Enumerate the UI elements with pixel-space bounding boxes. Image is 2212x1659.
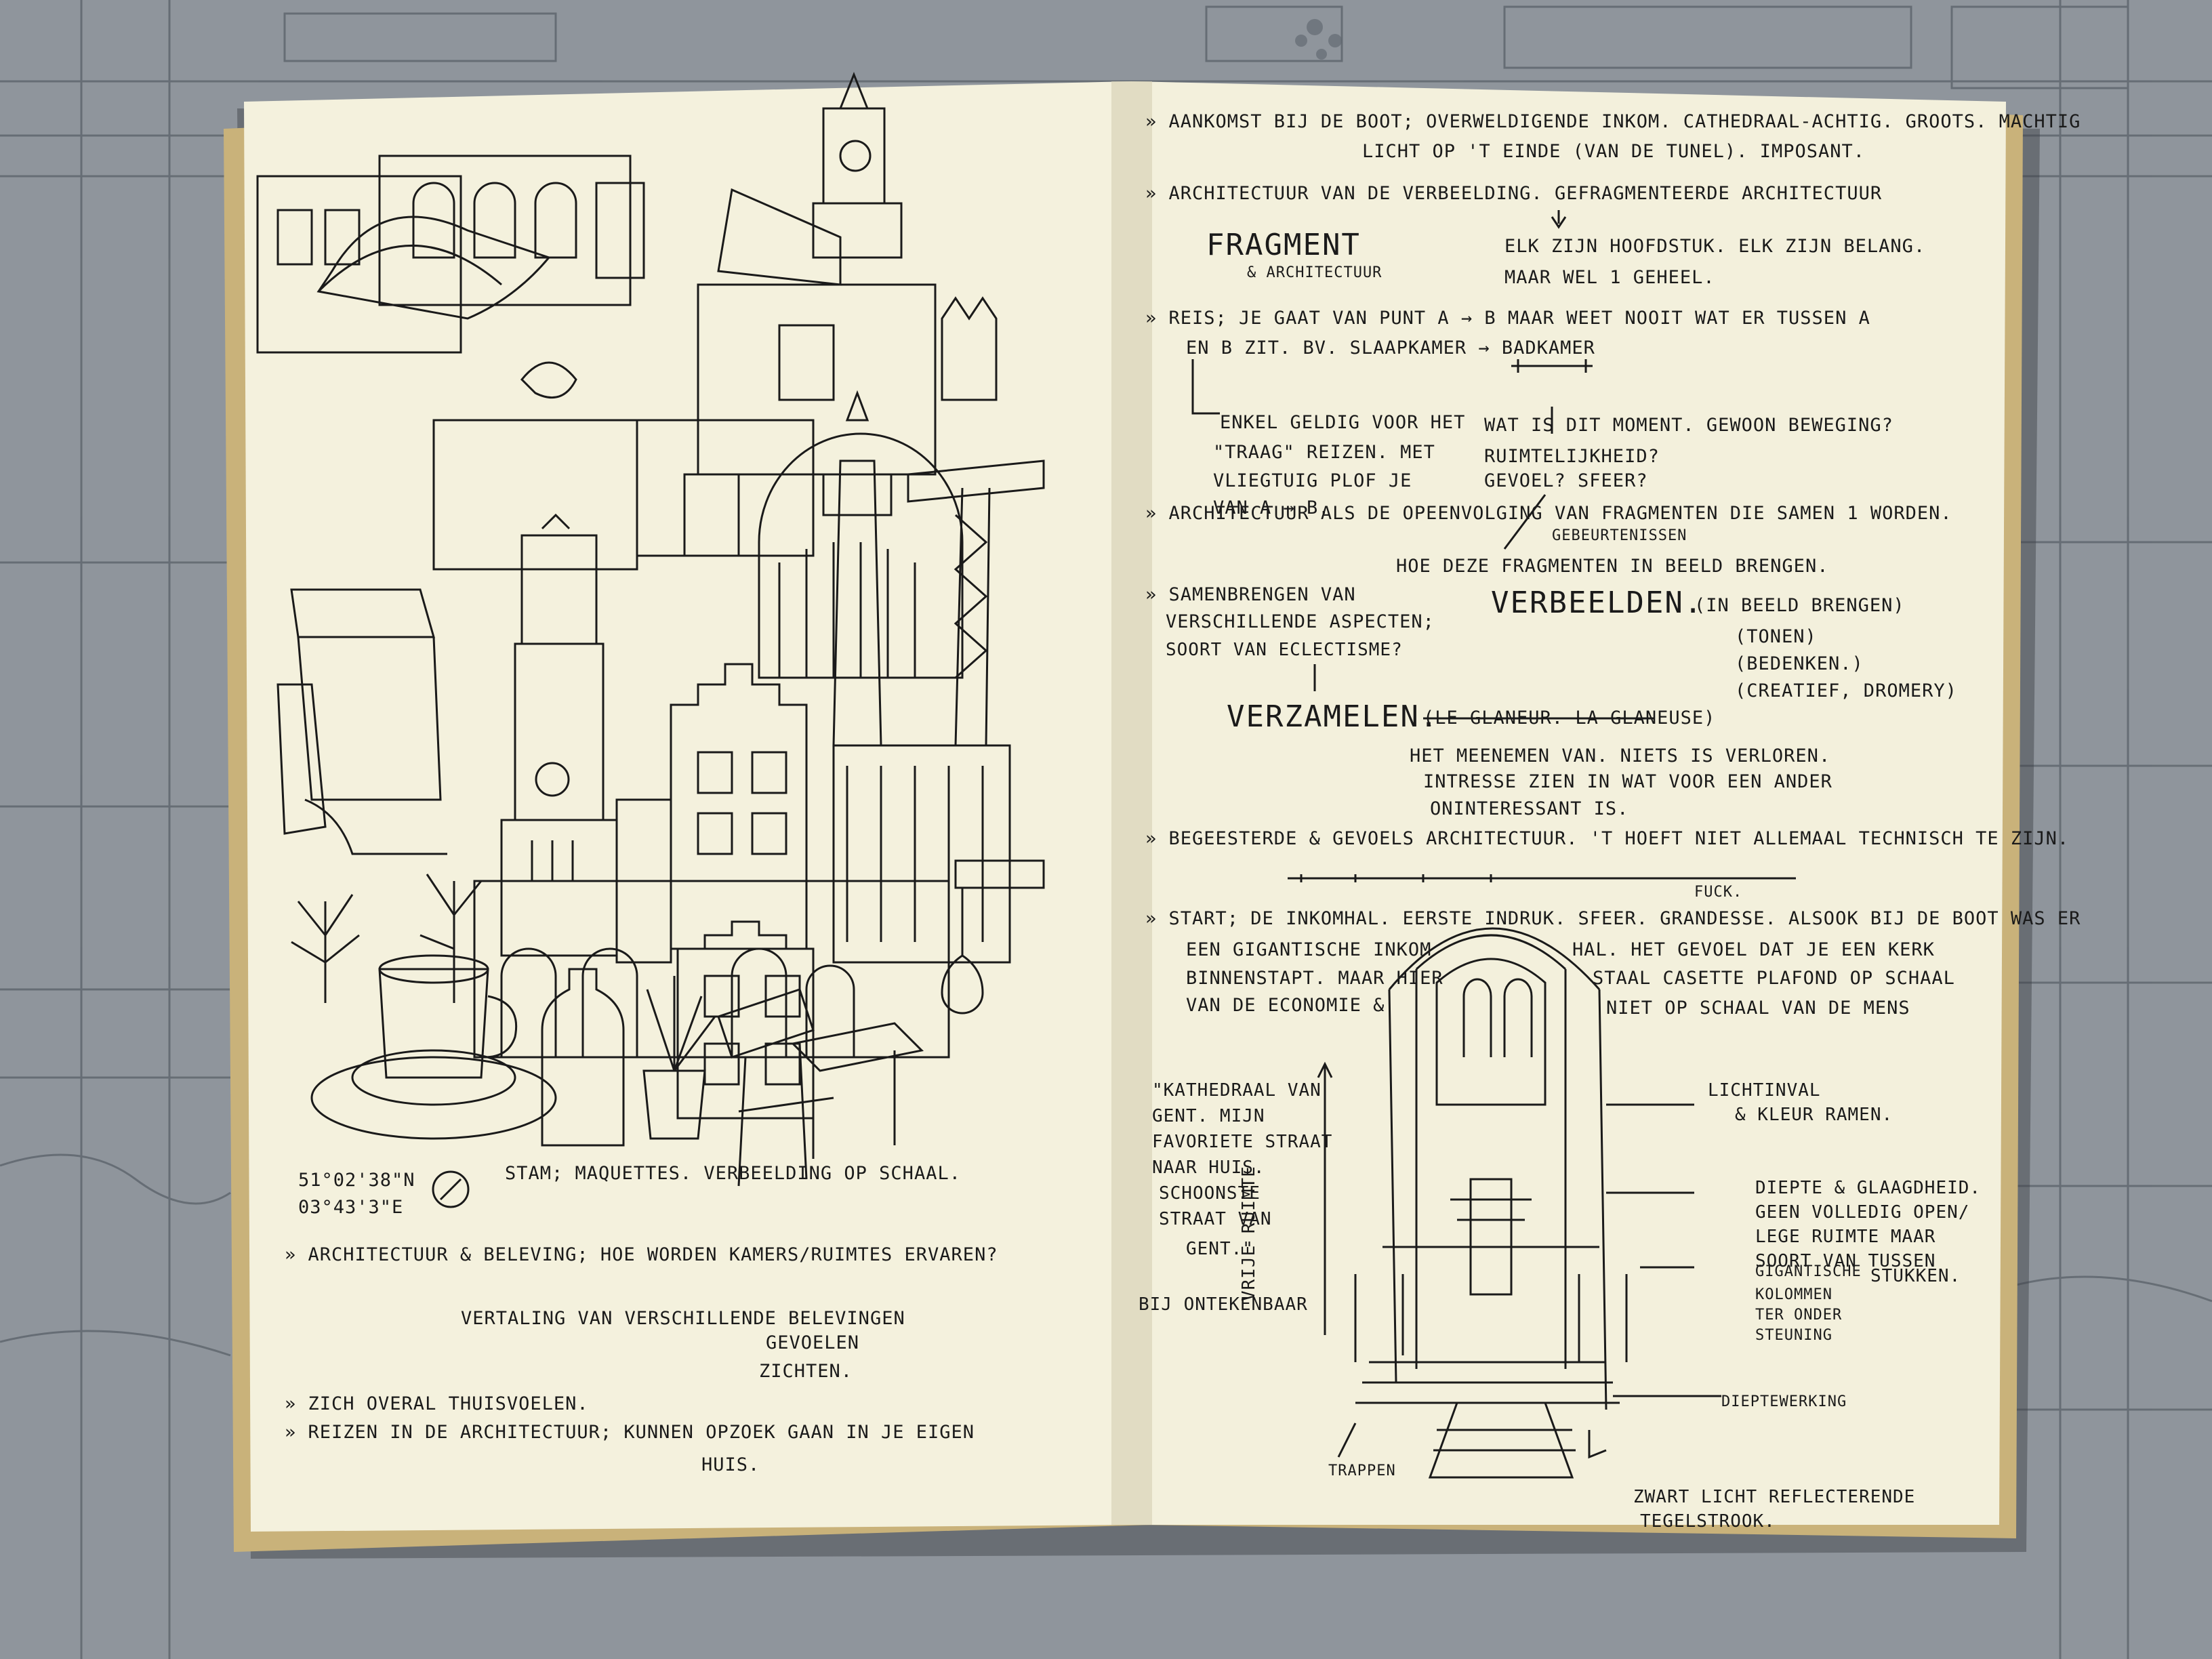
right-line-32: ONINTERESSANT IS. xyxy=(1430,798,1629,819)
right-line-16: GEVOEL? SFEER? xyxy=(1484,470,1648,491)
right-line-38: BINNENSTAPT. MAAR HIER xyxy=(1186,968,1443,989)
left-note-4: ZICHTEN. xyxy=(759,1361,853,1382)
right-line-47: STRAAT VAN xyxy=(1159,1209,1272,1229)
left-page xyxy=(244,81,1132,1532)
right-line-12: VLIEGTUIG PLOF JE xyxy=(1213,470,1412,491)
right-line-39: STAAL CASETTE PLAFOND OP SCHAAL xyxy=(1593,968,1955,989)
sketch-caption: STAM; MAQUETTES. VERBEELDING OP SCHAAL. xyxy=(505,1163,961,1184)
right-page xyxy=(1132,81,2006,1525)
right-line-46: SCHOONSTE xyxy=(1159,1183,1261,1204)
right-line-55: LEGE RUIMTE MAAR xyxy=(1755,1227,1936,1247)
cathedral-interior-sketch xyxy=(1191,210,1796,1479)
right-heading-verbeelden: VERBEELDEN. xyxy=(1491,586,1704,620)
right-line-2: LICHT OP 'T EINDE (VAN DE TUNEL). IMPOSA… xyxy=(1362,141,1865,162)
right-heading-verzamelen: VERZAMELEN. xyxy=(1227,699,1439,734)
left-note-2: VERTALING VAN VERSCHILLENDE BELEVINGEN xyxy=(461,1308,905,1329)
right-line-64: ZWART LICHT REFLECTERENDE xyxy=(1633,1487,1916,1507)
right-line-21: VERSCHILLENDE ASPECTEN; xyxy=(1166,611,1435,632)
right-line-53: DIEPTE & GLAAGDHEID. xyxy=(1755,1178,1982,1198)
right-line-35: » START; DE INKOMHAL. EERSTE INDRUK. SFE… xyxy=(1145,908,2081,929)
left-note-5: » ZICH OVERAL THUISVOELEN. xyxy=(285,1393,589,1414)
right-line-7: MAAR WEL 1 GEHEEL. xyxy=(1504,267,1715,288)
left-note-3: GEVOELEN xyxy=(766,1332,860,1353)
right-line-61: STEUNING xyxy=(1755,1327,1832,1344)
right-line-19: HOE DEZE FRAGMENTEN IN BEELD BRENGEN. xyxy=(1396,556,1829,577)
right-heading-fragment: FRAGMENT xyxy=(1206,228,1361,262)
right-line-65: TEGELSTROOK. xyxy=(1640,1511,1776,1532)
right-line-51: LICHTINVAL xyxy=(1708,1080,1821,1101)
right-line-25: (TONEN) xyxy=(1735,626,1817,647)
left-note-7: HUIS. xyxy=(701,1454,760,1475)
right-line-42: "KATHEDRAAL VAN xyxy=(1152,1080,1322,1101)
right-line-49: BIJ ONTEKENBAAR xyxy=(1139,1294,1308,1315)
right-line-11: "TRAAG" REIZEN. MET xyxy=(1213,442,1435,463)
right-line-33: » BEGEESTERDE & GEVOELS ARCHITECTUUR. 'T… xyxy=(1145,828,2070,849)
right-line-6: ELK ZIJN HOOFDSTUK. ELK ZIJN BELANG. xyxy=(1504,236,1926,257)
coordinates-lon: 03°43'3"E xyxy=(298,1197,404,1218)
right-line-17: » ARCHITECTUUR ALS DE OPEENVOLGING VAN F… xyxy=(1145,503,1952,524)
right-line-60: TER ONDER xyxy=(1755,1307,1843,1324)
right-line-18: GEBEURTENISSEN xyxy=(1552,527,1687,544)
right-line-34: FUCK. xyxy=(1694,884,1743,901)
right-line-63: TRAPPEN xyxy=(1328,1462,1396,1479)
right-line-43: GENT. MIJN xyxy=(1152,1106,1265,1126)
left-note-6: » REIZEN IN DE ARCHITECTUUR; KUNNEN OPZO… xyxy=(285,1422,975,1443)
right-line-59: KOLOMMEN xyxy=(1755,1286,1832,1303)
right-line-37: HAL. HET GEVOEL DAT JE EEN KERK xyxy=(1572,939,1935,960)
right-line-58: GIGANTISCHE xyxy=(1755,1263,1862,1280)
right-line-30: HET MEENEMEN VAN. NIETS IS VERLOREN. xyxy=(1410,745,1831,766)
right-line-24: (IN BEELD BRENGEN) xyxy=(1694,595,1905,616)
right-line-10: ENKEL GELDIG VOOR HET xyxy=(1220,412,1466,433)
right-line-13: VAN A → B. xyxy=(1213,497,1330,518)
right-line-5: & ARCHITECTUUR xyxy=(1247,264,1382,281)
right-line-40: VAN DE ECONOMIE & xyxy=(1186,995,1385,1016)
right-line-52: & KLEUR RAMEN. xyxy=(1735,1105,1893,1125)
right-line-9: EN B ZIT. BV. SLAAPKAMER → BADKAMER xyxy=(1186,337,1595,359)
right-line-27: (CREATIEF, DROMERY) xyxy=(1735,680,1957,701)
right-line-41: NIET OP SCHAAL VAN DE MENS xyxy=(1606,998,1910,1019)
gutter xyxy=(1111,81,1152,1525)
right-line-3: » ARCHITECTUUR VAN DE VERBEELDING. GEFRA… xyxy=(1145,183,1883,204)
right-line-48: GENT." xyxy=(1186,1239,1254,1259)
right-line-20: » SAMENBRENGEN VAN xyxy=(1145,584,1356,605)
right-line-22: SOORT VAN ECLECTISME? xyxy=(1166,640,1403,660)
right-line-50: VRIJE RUIMTE xyxy=(1239,1166,1259,1301)
right-line-8: » REIS; JE GAAT VAN PUNT A → B MAAR WEET… xyxy=(1145,308,1870,329)
right-line-56: SOORT VAN TUSSEN xyxy=(1755,1251,1936,1271)
right-line-44: FAVORIETE STRAAT xyxy=(1152,1132,1333,1152)
city-collage-sketch xyxy=(256,71,1045,1208)
right-line-36: EEN GIGANTISCHE INKOM xyxy=(1186,939,1432,960)
right-line-1: » AANKOMST BIJ DE BOOT; OVERWELDIGENDE I… xyxy=(1145,111,2081,132)
right-line-54: GEEN VOLLEDIG OPEN/ xyxy=(1755,1202,1970,1223)
right-line-31: INTRESSE ZIEN IN WAT VOOR EEN ANDER xyxy=(1423,771,1832,792)
coordinates-lat: 51°02'38"N xyxy=(298,1170,415,1191)
left-note-1: » ARCHITECTUUR & BELEVING; HOE WORDEN KA… xyxy=(285,1244,998,1265)
right-line-14: WAT IS DIT MOMENT. GEWOON BEWEGING? xyxy=(1484,415,1893,436)
right-line-29: (LE GLANEUR. LA GLANEUSE) xyxy=(1423,708,1716,729)
right-line-26: (BEDENKEN.) xyxy=(1735,653,1864,674)
right-line-15: RUIMTELIJKHEID? xyxy=(1484,446,1660,467)
right-line-45: NAAR HUIS. xyxy=(1152,1158,1265,1178)
right-line-62: DIEPTEWERKING xyxy=(1721,1393,1847,1410)
right-line-57: STUKKEN. xyxy=(1870,1266,1961,1286)
